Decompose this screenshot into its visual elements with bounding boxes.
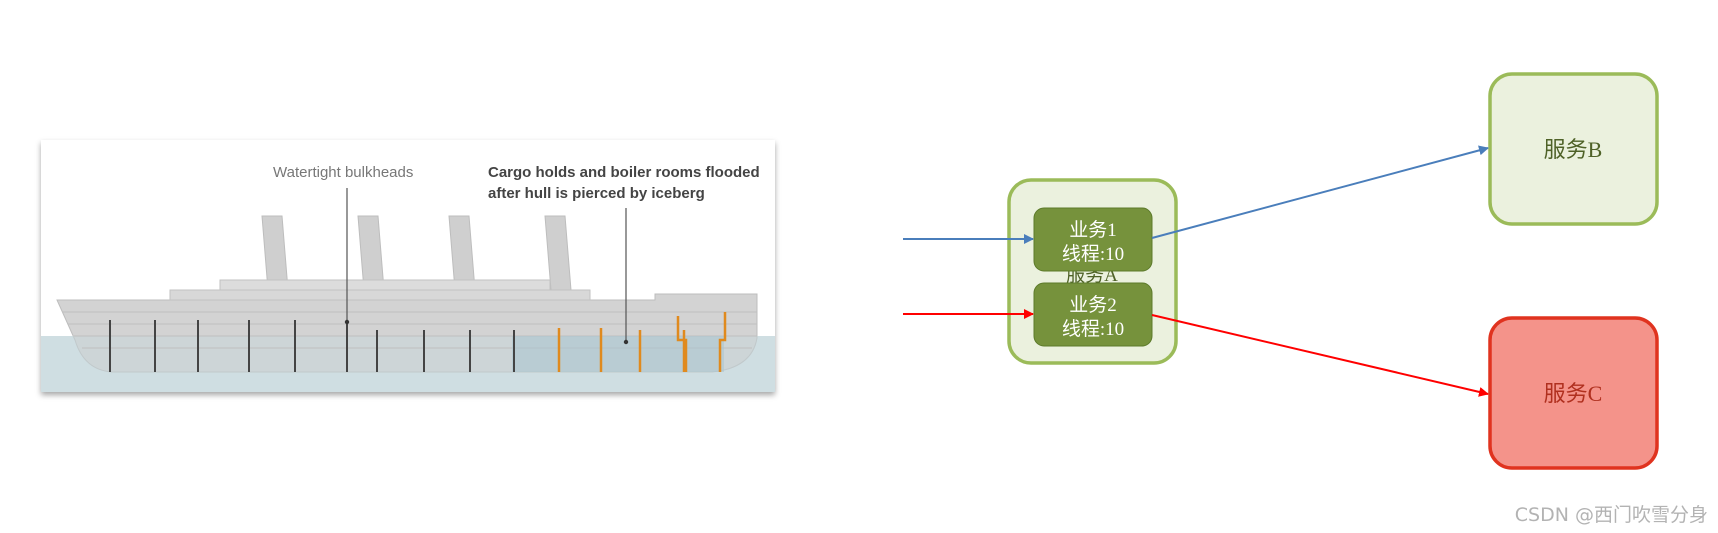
- flooded-bulkheads: [557, 312, 727, 372]
- service-b-label: 服务B: [1544, 137, 1603, 162]
- titanic-bulkhead-illustration: Watertight bulkheads Cargo holds and boi…: [41, 140, 775, 392]
- task2-box: [1033, 282, 1153, 347]
- task2-threads: 线程:10: [1062, 318, 1124, 340]
- task1-box: [1033, 207, 1153, 272]
- task2-name: 业务2: [1069, 294, 1117, 316]
- service-c-label: 服务C: [1544, 381, 1603, 406]
- ship-upper-deck: [219, 279, 551, 291]
- service-b-box: [1488, 72, 1659, 226]
- arrow-task1-to-service-b: [1151, 145, 1489, 239]
- task1-threads: 线程:10: [1062, 243, 1124, 265]
- service-diagram: 服务A 业务1 线程:10 业务2 线程:10 服务B 服务C: [903, 72, 1659, 470]
- arrow-task2-to-service-c: [1151, 314, 1489, 397]
- flooded-compartments: [512, 336, 724, 372]
- label-flooded-line1: Cargo holds and boiler rooms flooded: [488, 164, 760, 181]
- bulkheads-callout-dot: [344, 319, 350, 325]
- service-c-box: [1488, 316, 1659, 470]
- ship-superstructure: [169, 289, 591, 301]
- label-flooded-line2: after hull is pierced by iceberg: [488, 185, 705, 202]
- intact-bulkheads: [109, 320, 515, 372]
- label-watertight-bulkheads: Watertight bulkheads: [273, 164, 413, 181]
- flooded-callout-dot: [623, 339, 629, 345]
- watermark: CSDN @西门吹雪分身: [1514, 504, 1708, 526]
- task1-name: 业务1: [1069, 219, 1117, 241]
